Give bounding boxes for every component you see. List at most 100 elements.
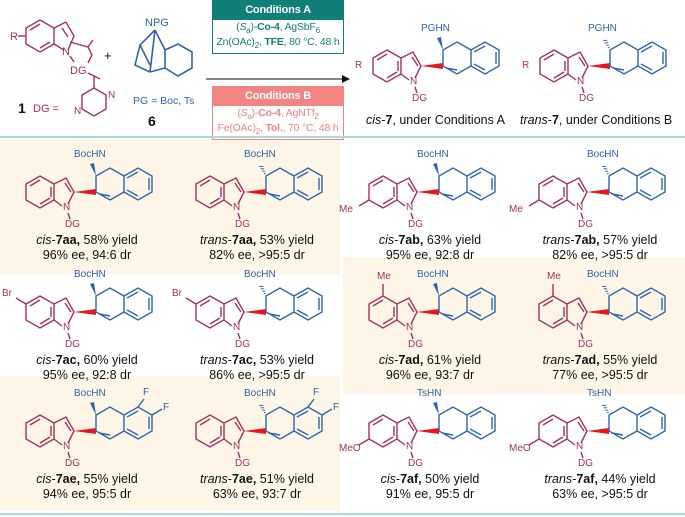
compound-number-6: 6: [148, 113, 156, 129]
scheme-header-structures: R N DG 1 DG = N N + NPG PG = Boc, Ts 6: [10, 17, 350, 129]
fluoro-label: F: [163, 402, 170, 413]
atom-n: N: [63, 322, 71, 333]
indole-substituent: Br: [172, 288, 182, 299]
text: , AgNTf: [280, 107, 315, 119]
text: a: [246, 26, 251, 36]
text: S: [239, 21, 247, 33]
solvent: TFE: [264, 36, 284, 48]
text: 6: [315, 26, 320, 36]
compound-label: trans-7aa, 53% yield: [200, 233, 314, 247]
stereo-descriptor: cis: [36, 233, 52, 247]
stereo-wedge-bond: [74, 309, 96, 315]
solvent: Tol.: [265, 122, 283, 134]
highlight-panel: [343, 257, 685, 394]
compound-label: cis-7ab, 63% yield: [378, 233, 482, 247]
indole-substituent: Me: [547, 271, 561, 282]
compound-label: cis-7ad, 61% yield: [378, 353, 482, 367]
stereo-descriptor: trans: [544, 472, 573, 486]
text: a: [247, 112, 252, 122]
compound-id: 7ac: [231, 353, 253, 367]
indole-core: [15, 295, 75, 340]
indole-core: [372, 49, 422, 94]
stereo-wedge-bond: [421, 63, 443, 69]
indole-core: [358, 414, 418, 459]
amine-protecting-group-label: TsHN: [587, 388, 612, 399]
compound-id: 7ab: [398, 233, 420, 247]
atom-n: N: [63, 441, 71, 452]
stereo-wedge-bond: [74, 189, 96, 195]
yield: 61% yield: [426, 353, 482, 367]
molecule-structure: [372, 37, 500, 94]
product-trans-7-caption: trans-7, under Conditions B: [520, 113, 672, 127]
stereo-wedge-bond: [437, 37, 443, 50]
indole-core: [25, 175, 75, 220]
text: -: [547, 113, 552, 127]
dg-label: DG: [65, 339, 80, 350]
npg-label: NPG: [145, 17, 169, 29]
text: (: [237, 107, 241, 119]
dihydronaphthalene-core: [95, 167, 153, 201]
indole-core: [528, 175, 588, 220]
yield: 44% yield: [601, 472, 656, 486]
molecule-structure: [368, 283, 496, 340]
text: 2: [255, 127, 261, 137]
text: )-: [250, 21, 258, 33]
dg-label: DG: [235, 339, 250, 350]
stereo-descriptor: trans: [200, 233, 228, 247]
text: , under Conditions A: [392, 113, 505, 127]
fluoro-label: F: [143, 387, 150, 398]
molecule-structure: [15, 283, 153, 340]
indole-substituent: Br: [2, 288, 12, 299]
dihydronaphthalene-core: [265, 287, 323, 321]
yield: 51% yield: [259, 472, 314, 486]
yield: 63% yield: [426, 233, 482, 247]
stereo-descriptor: cis: [36, 472, 52, 486]
amine-protecting-group-label: BocHN: [74, 388, 106, 399]
stereo-wedge-bond: [244, 309, 266, 315]
indole-substituent: Me: [509, 204, 523, 215]
stereo-descriptor: cis: [378, 233, 395, 247]
catalyst: Co-4: [257, 21, 280, 33]
dihydronaphthalene-core: [608, 406, 666, 440]
divider-bottom: [0, 513, 685, 515]
amine-protecting-group-label: BocHN: [417, 269, 449, 280]
amine-protecting-group-label: PGHN: [588, 23, 617, 34]
molecule-structure: [528, 404, 666, 459]
amine-protecting-group-label: PGHN: [421, 23, 450, 34]
stereo-wedge-bond: [90, 283, 96, 296]
compound-id: 7aa: [55, 233, 77, 247]
compound-label: cis-7ac, 60% yield: [36, 353, 138, 367]
conditions-b-title: Conditions B: [213, 87, 343, 106]
indole-substituent: MeO: [339, 443, 361, 454]
compound-id: 7ad: [574, 353, 597, 367]
indole-core: [368, 284, 418, 340]
yield: 57% yield: [603, 233, 658, 247]
indole-substituent: MeO: [509, 443, 531, 454]
stereo-hash-bond: [259, 404, 267, 416]
stereo-wedge-bond: [587, 428, 609, 434]
indole-core: [539, 49, 589, 94]
reaction-arrow: [206, 75, 350, 83]
stereo-wedge-bond: [90, 163, 96, 176]
text: , 70 °C, 48 h: [282, 122, 339, 134]
compound-number-1: 1: [18, 100, 26, 116]
divider-top: [0, 136, 685, 138]
dihydronaphthalene-core: [608, 287, 666, 321]
